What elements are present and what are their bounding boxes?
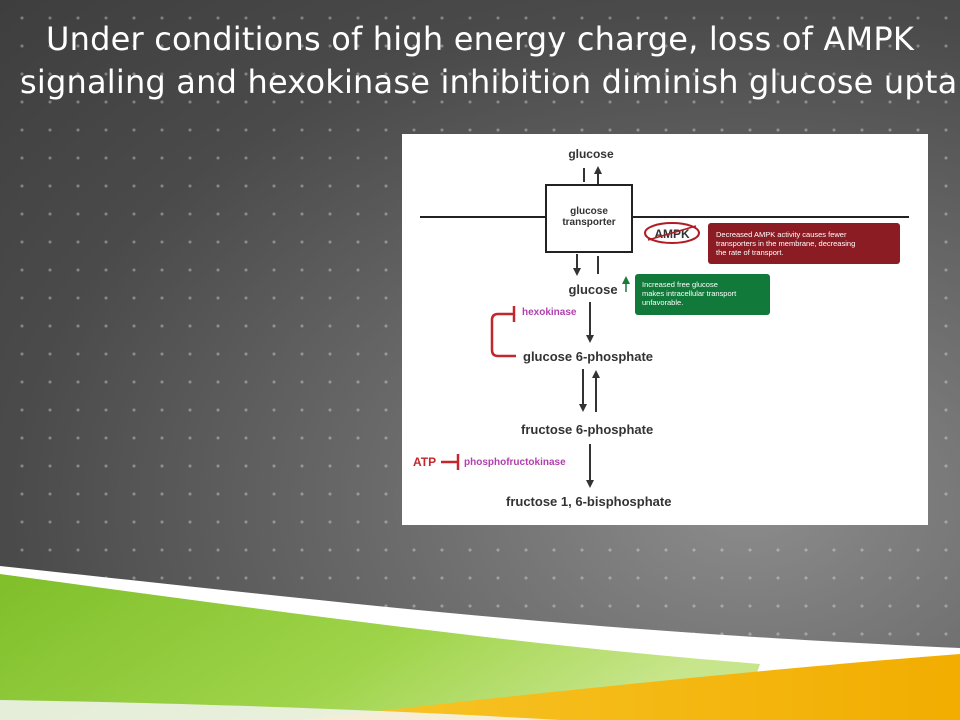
title-line-2: signaling and hexokinase inhibition dimi… <box>20 63 960 101</box>
transporter-label-line1: glucose <box>570 206 608 217</box>
hexokinase-label: hexokinase <box>522 307 577 318</box>
green-band <box>0 574 760 720</box>
glucose-inside-label: glucose <box>568 282 617 297</box>
atp-label: ATP <box>413 455 436 469</box>
title-line-1: Under conditions of high energy charge, … <box>45 20 915 58</box>
f16bp-label: fructose 1, 6-bisphosphate <box>506 494 671 509</box>
ampk-note-line3: the rate of transport. <box>716 248 784 257</box>
f6p-label: fructose 6-phosphate <box>521 422 653 437</box>
ampk-note-line2: transporters in the membrane, decreasing <box>716 239 855 248</box>
ampk-cross-out <box>647 225 697 241</box>
slide-title: Under conditions of high energy charge, … <box>20 18 960 104</box>
transporter-label-line2: transporter <box>562 217 615 228</box>
glucose-note-line1: Increased free glucose <box>642 280 718 289</box>
ampk-note-line1: Decreased AMPK activity causes fewer <box>716 230 847 239</box>
pfk-label: phosphofructokinase <box>464 457 566 468</box>
diagram-canvas: glucose glucose transporter AMPK Decreas… <box>413 147 909 509</box>
glucose-transporter-box <box>545 184 633 253</box>
ampk-note-box <box>708 223 900 264</box>
glucose-note-box <box>635 274 770 315</box>
g6p-label: glucose 6-phosphate <box>523 349 653 364</box>
glucose-note-line3: unfavorable. <box>642 298 683 307</box>
glycolysis-diagram: glucose glucose transporter AMPK Decreas… <box>402 134 928 525</box>
yellow-band <box>300 654 960 720</box>
glucose-note-line2: makes intracellular transport <box>642 289 737 298</box>
hexokinase-feedback-bracket <box>490 312 516 358</box>
glucose-outside-label: glucose <box>568 147 614 161</box>
white-band-lower <box>0 700 560 720</box>
